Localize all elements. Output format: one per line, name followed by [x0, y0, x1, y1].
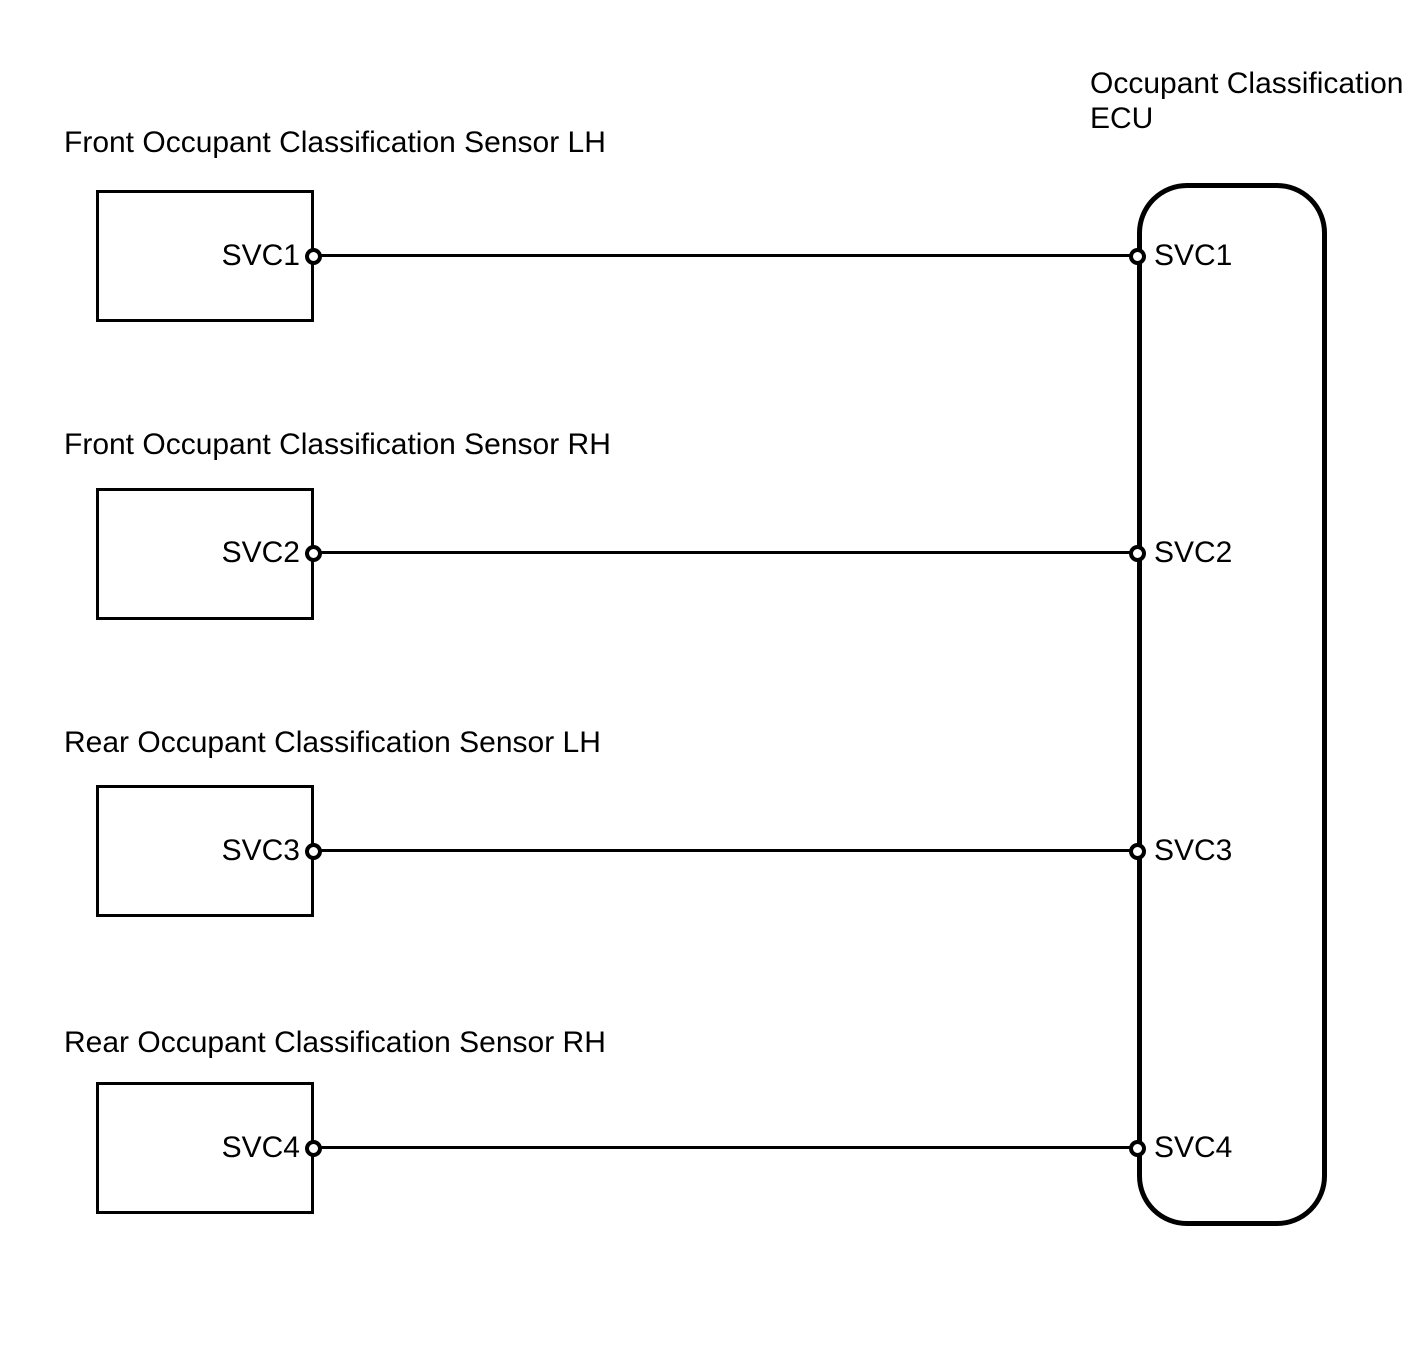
sensor-label-front-rh: Front Occupant Classification Sensor RH	[64, 428, 611, 461]
sensor-pin-label-svc1: SVC1	[221, 239, 300, 272]
ecu-title-line-2: ECU	[1090, 102, 1154, 135]
sensor-label-front-lh: Front Occupant Classification Sensor LH	[64, 126, 606, 159]
sensor-terminal-icon-svc2	[305, 545, 322, 562]
wire-svc2	[313, 551, 1137, 554]
sensor-pin-label-svc2: SVC2	[221, 536, 300, 569]
ecu-box	[1137, 183, 1327, 1226]
ecu-title-line-1: Occupant Classification	[1090, 67, 1404, 100]
sensor-box-front-lh	[96, 190, 314, 322]
sensor-terminal-icon-svc3	[305, 843, 322, 860]
ecu-terminal-icon-svc4	[1129, 1140, 1146, 1157]
sensor-label-rear-rh: Rear Occupant Classification Sensor RH	[64, 1026, 606, 1059]
sensor-label-rear-lh: Rear Occupant Classification Sensor LH	[64, 726, 601, 759]
ecu-terminal-icon-svc1	[1129, 248, 1146, 265]
ecu-pin-label-svc2: SVC2	[1154, 536, 1233, 569]
wire-svc3	[313, 849, 1137, 852]
ecu-pin-label-svc1: SVC1	[1154, 239, 1233, 272]
ecu-terminal-icon-svc2	[1129, 545, 1146, 562]
sensor-terminal-icon-svc4	[305, 1140, 322, 1157]
wire-svc1	[313, 254, 1137, 257]
sensor-terminal-icon-svc1	[305, 248, 322, 265]
ecu-terminal-icon-svc3	[1129, 843, 1146, 860]
ecu-title: Occupant Classification ECU	[1090, 66, 1403, 136]
sensor-pin-label-svc3: SVC3	[221, 834, 300, 867]
sensor-pin-label-svc4: SVC4	[221, 1131, 300, 1164]
ecu-pin-label-svc3: SVC3	[1154, 834, 1233, 867]
wire-svc4	[313, 1146, 1137, 1149]
sensor-box-rear-rh	[96, 1082, 314, 1214]
ecu-pin-label-svc4: SVC4	[1154, 1131, 1233, 1164]
